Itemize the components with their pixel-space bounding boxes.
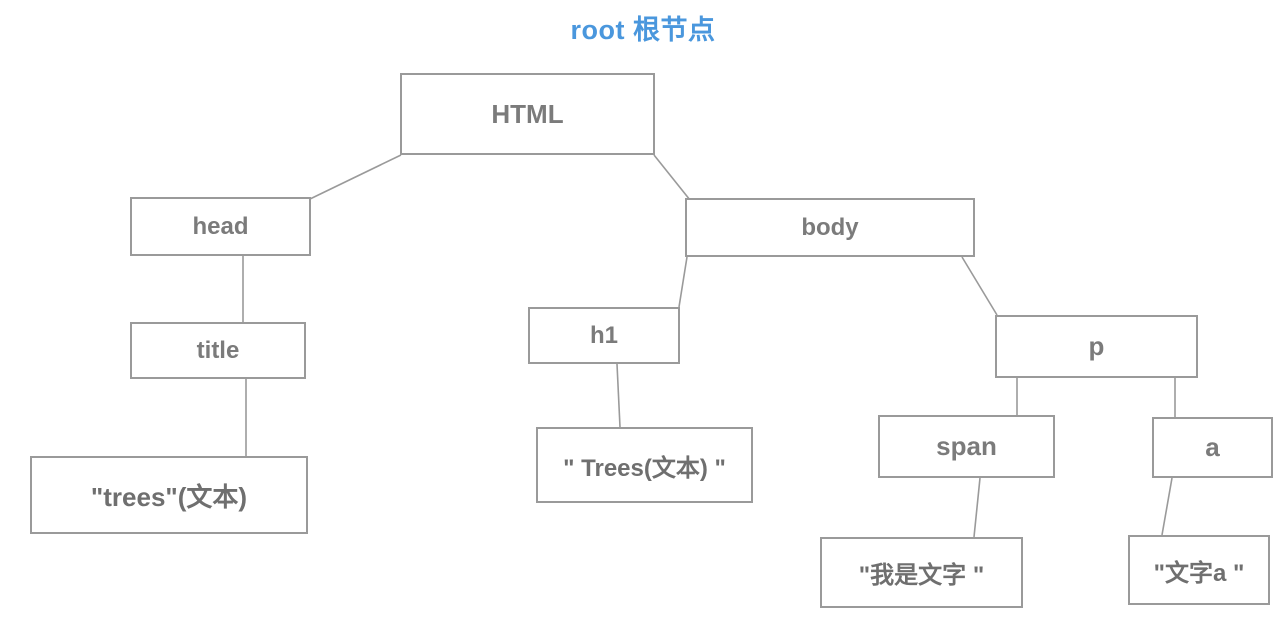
edge-span-to-spantext <box>973 477 981 538</box>
node-spantext-label: "我是文字 " <box>858 562 985 589</box>
node-a-label: a <box>1205 432 1220 462</box>
node-p-label: p <box>1088 331 1105 361</box>
node-treestext: "trees"(文本) <box>30 456 308 534</box>
node-head: head <box>130 197 311 256</box>
node-span-label: span <box>936 431 997 461</box>
node-p: p <box>995 315 1198 378</box>
edge-html-to-head <box>309 154 402 200</box>
node-h1: h1 <box>528 307 680 364</box>
node-span: span <box>878 415 1055 478</box>
edge-html-to-body <box>653 154 691 201</box>
node-treestext-label: "trees"(文本) <box>90 481 248 512</box>
node-head-label: head <box>192 212 249 240</box>
node-atext-label: "文字a " <box>1153 559 1245 587</box>
node-title-label: title <box>196 336 240 364</box>
edge-body-to-h1 <box>678 256 688 308</box>
node-body: body <box>685 198 975 257</box>
edge-h1-to-h1text <box>616 363 621 428</box>
edge-body-to-p <box>961 256 998 316</box>
node-h1text: " Trees(文本) " <box>536 427 753 503</box>
node-atext: "文字a " <box>1128 535 1270 605</box>
node-body-label: body <box>801 213 859 241</box>
node-a: a <box>1152 417 1273 478</box>
node-h1text-label: " Trees(文本) " <box>563 454 726 482</box>
node-html: HTML <box>400 73 655 155</box>
node-h1-label: h1 <box>589 321 618 349</box>
page-title: root 根节点 <box>570 15 716 45</box>
node-html-label: HTML <box>491 98 564 129</box>
node-title: title <box>130 322 306 379</box>
node-spantext: "我是文字 " <box>820 537 1023 608</box>
edge-a-to-atext <box>1161 477 1173 536</box>
